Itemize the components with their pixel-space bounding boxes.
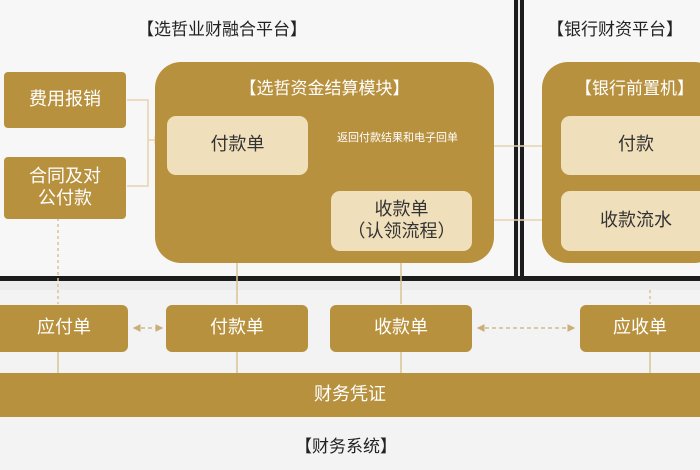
bank-front-title: 【银行前置机】 bbox=[575, 79, 694, 99]
receipt-order-label-line2: （认领流程） bbox=[347, 221, 456, 242]
platform-divider-top bbox=[0, 276, 700, 281]
receipt-order-label-line1: 收款单 bbox=[374, 198, 429, 220]
bank-receipt-flow-label: 收款流水 bbox=[600, 209, 672, 231]
expense-reimbursement-box: 费用报销 bbox=[4, 72, 126, 128]
finance-payment-order-box: 付款单 bbox=[166, 305, 308, 352]
payable-label: 应付单 bbox=[37, 317, 91, 339]
settlement-receipt-order-box: 收款单 （认领流程） bbox=[331, 191, 472, 251]
financial-voucher-bar: 财务凭证 bbox=[0, 373, 700, 417]
return-result-note: 返回付款结果和电子回单 bbox=[337, 131, 458, 144]
business-platform-title: 【选哲业财融合平台】 bbox=[137, 20, 307, 40]
platform-divider-right bbox=[520, 0, 524, 281]
expense-reimbursement-label: 费用报销 bbox=[29, 88, 101, 110]
platform-divider-left bbox=[514, 0, 518, 281]
receivable-label: 应收单 bbox=[613, 317, 667, 339]
receivable-box: 应收单 bbox=[580, 305, 700, 352]
settlement-module-title: 【选哲资金结算模块】 bbox=[239, 79, 410, 99]
contract-payment-box: 合同及对 公付款 bbox=[4, 157, 126, 219]
financial-voucher-label: 财务凭证 bbox=[314, 383, 386, 405]
finance-payment-order-label: 付款单 bbox=[210, 317, 264, 339]
bank-payment-box: 付款 bbox=[561, 116, 700, 175]
bank-platform-title: 【银行财资平台】 bbox=[547, 20, 683, 40]
finance-system-title: 【财务系统】 bbox=[295, 437, 397, 457]
finance-receipt-order-label: 收款单 bbox=[374, 317, 428, 339]
contract-payment-label-line2: 公付款 bbox=[38, 188, 92, 209]
finance-receipt-order-box: 收款单 bbox=[330, 305, 472, 352]
settlement-payment-order-label: 付款单 bbox=[210, 134, 265, 156]
bank-receipt-flow-box: 收款流水 bbox=[561, 191, 700, 251]
bank-payment-label: 付款 bbox=[618, 134, 654, 156]
contract-payment-label-line1: 合同及对 bbox=[29, 165, 101, 187]
payable-box: 应付单 bbox=[0, 305, 128, 352]
settlement-payment-order-box: 付款单 bbox=[167, 116, 308, 175]
